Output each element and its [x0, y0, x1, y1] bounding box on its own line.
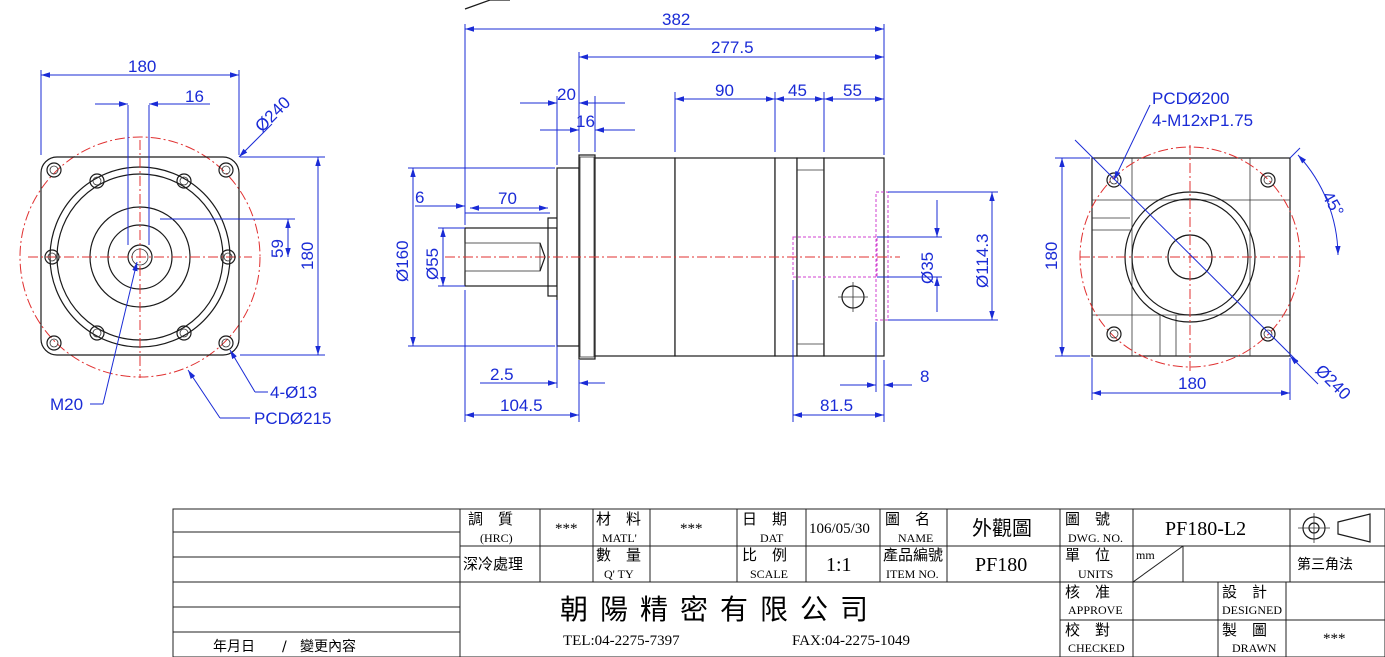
label-thread: M20 [50, 395, 83, 414]
dim-seg-45: 45 [788, 81, 807, 100]
dim-bore-dia: Ø35 [918, 252, 937, 284]
tb-units-label-en: UNITS [1078, 567, 1113, 581]
tb-drawn-label: 製 圖 [1222, 622, 1267, 639]
tb-checked-label: 校 對 [1065, 622, 1110, 639]
top-cut [464, 0, 510, 10]
tb-units-label: 單 位 [1065, 547, 1110, 564]
tb-qty-label-en: Q' TY [604, 567, 634, 581]
tb-fax: FAX:04-2275-1049 [792, 633, 910, 649]
dim-key-offset: 16 [185, 87, 204, 106]
title-block: 調 質 (HRC) *** 材 料 MATL' *** 日 期 DAT 106/… [172, 508, 1385, 657]
dim-angle: 45° [1318, 188, 1347, 220]
rear-square [1091, 157, 1291, 357]
dim-rear-height: 180 [1042, 242, 1061, 270]
tb-approve-label-en: APPROVE [1068, 603, 1123, 617]
hidden-boss [875, 191, 889, 321]
tb-scale-value: 1:1 [826, 554, 852, 576]
tb-tel: TEL:04-2275-7397 [563, 633, 680, 649]
tb-designed-label: 設 計 [1222, 584, 1267, 601]
tb-hardness-label: 調 質 [468, 510, 513, 528]
projection-symbol-icon [1298, 513, 1371, 543]
tb-revision-label: 變更內容 [300, 638, 356, 655]
tb-drawn-value: *** [1323, 631, 1346, 647]
dim-end-8: 8 [920, 367, 929, 386]
dim-rear-width: 180 [1178, 374, 1206, 393]
dim-overall: 382 [662, 10, 690, 29]
tb-company-name: 朝陽精密有限公司 [560, 594, 880, 626]
dim-body: 277.5 [711, 38, 754, 57]
dim-flange-step-2: 16 [576, 112, 595, 131]
tb-item-label: 產品編號 [883, 547, 943, 564]
dim-seg-55: 55 [843, 81, 862, 100]
label-rear-pcd: PCDØ200 [1152, 89, 1229, 108]
dim-pilot-dia: Ø160 [393, 240, 412, 282]
tb-name-label: 圖 名 [885, 511, 930, 528]
tb-treatment-label: 深冷處理 [463, 556, 523, 573]
dim-key-70: 70 [498, 189, 517, 208]
dim-seg-90: 90 [715, 81, 734, 100]
tb-name-value: 外觀圖 [972, 517, 1032, 540]
tb-item-value: PF180 [975, 554, 1027, 576]
tb-projection-label: 第三角法 [1297, 556, 1353, 573]
tb-approve-label: 核 准 [1065, 584, 1110, 601]
dim-boss-dia: Ø114.3 [973, 233, 992, 288]
label-front-pcd: PCDØ215 [254, 409, 331, 428]
dim-flange-step: 20 [557, 85, 576, 104]
tb-dwg-label-en: DWG. NO. [1068, 531, 1123, 545]
tb-material-label-en: MATL' [602, 531, 637, 545]
label-holes: 4-Ø13 [270, 383, 317, 402]
side-view: 382 277.5 20 16 90 45 55 6 70 Ø160 [393, 0, 998, 422]
dim-front-width: 180 [128, 57, 156, 76]
dim-front-flange: Ø240 [251, 93, 294, 136]
tb-date-label-en: DAT [760, 531, 784, 545]
dim-gap: 2.5 [490, 365, 514, 384]
label-rear-thread: 4-M12xP1.75 [1152, 111, 1253, 130]
tb-qty-label: 數 量 [596, 547, 641, 564]
tb-scale-label-en: SCALE [750, 567, 788, 581]
tb-designed-label-en: DESIGNED [1222, 603, 1282, 617]
dim-shaft-length: 104.5 [500, 396, 543, 415]
dim-rear-flange: Ø240 [1312, 361, 1355, 404]
front-view: 180 16 Ø240 59 180 M20 4-Ø13 PCDØ215 [19, 57, 331, 428]
rear-view: 45° PCDØ200 4-M12xP1.75 180 180 Ø240 [1042, 89, 1354, 404]
tb-date-value: 106/05/30 [809, 521, 870, 537]
flange-square [40, 156, 240, 356]
dim-key-6: 6 [415, 188, 424, 207]
tb-material-label: 材 料 [596, 511, 641, 528]
tb-drawn-label-en: DRAWN [1232, 641, 1277, 655]
tb-units-value: mm [1136, 548, 1155, 562]
tb-dwg-value: PF180-L2 [1165, 518, 1246, 540]
tb-material-value: *** [680, 521, 703, 537]
tb-hardness-value: *** [555, 521, 578, 537]
dim-output-length: 81.5 [820, 396, 853, 415]
tb-revision-sep: / [282, 639, 287, 655]
tb-scale-label: 比 例 [742, 547, 787, 564]
dim-shaft-dia: Ø55 [423, 248, 442, 280]
front-bolt-holes [44, 162, 236, 351]
tb-dwg-label: 圖 號 [1065, 511, 1110, 528]
dim-center-height: 59 [268, 239, 287, 258]
tb-date-label: 日 期 [742, 511, 787, 528]
tb-name-label-en: NAME [898, 531, 933, 545]
dim-front-height: 180 [298, 242, 317, 270]
tb-hardness-label-en: (HRC) [480, 531, 513, 545]
tb-item-label-en: ITEM NO. [886, 567, 939, 581]
tb-checked-label-en: CHECKED [1068, 641, 1125, 655]
tb-revision-date-label: 年月日 [213, 639, 255, 655]
